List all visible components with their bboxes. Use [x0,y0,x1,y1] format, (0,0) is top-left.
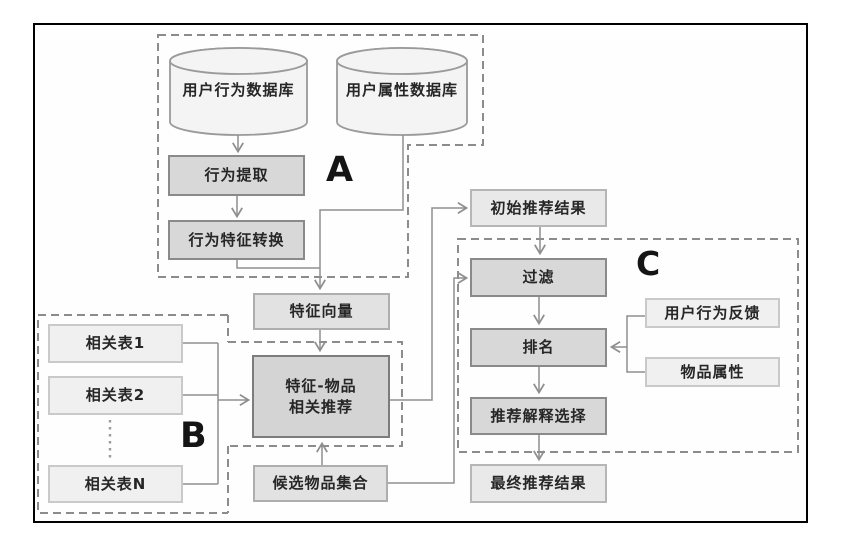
region-label-c: C [636,244,661,283]
feature-item-line1: 特征-物品 [285,376,357,395]
region-label-b: B [180,416,207,456]
region-label-a: A [326,150,354,190]
dashed-region-feature-item [228,341,403,447]
node-initial-recommendation-results: 初始推荐结果 [470,189,607,227]
dashed-region-a [157,34,484,278]
node-final-recommendation-results: 最终推荐结果 [470,464,607,503]
node-related-table-2: 相关表2 [48,376,183,415]
node-candidate-item-set: 候选物品集合 [253,465,388,502]
connectors [183,135,645,485]
node-ranking: 排名 [470,328,607,367]
node-feature-vector: 特征向量 [253,293,390,330]
dashed-region-b [37,314,229,514]
node-item-attributes: 物品属性 [645,357,780,387]
node-behavior-extraction: 行为提取 [168,155,305,196]
node-feature-item-recommendation: 特征-物品 相关推荐 [252,355,390,438]
node-user-behavior-feedback: 用户行为反馈 [645,298,780,328]
db-user-behavior-label: 用户行为数据库 [182,80,295,99]
node-related-table-n: 相关表N [48,465,183,503]
node-recommendation-explanation-selection: 推荐解释选择 [470,397,607,435]
dashed-region-c [457,238,799,453]
database-cylinder-user-attribute [336,47,468,136]
db-user-attribute-label: 用户属性数据库 [345,80,458,99]
database-cylinder-user-behavior [169,47,308,136]
node-filter: 过滤 [470,258,607,297]
feature-item-line2: 相关推荐 [288,397,353,416]
node-related-table-1: 相关表1 [48,324,183,363]
node-behavior-feature-conversion: 行为特征转换 [168,220,305,260]
